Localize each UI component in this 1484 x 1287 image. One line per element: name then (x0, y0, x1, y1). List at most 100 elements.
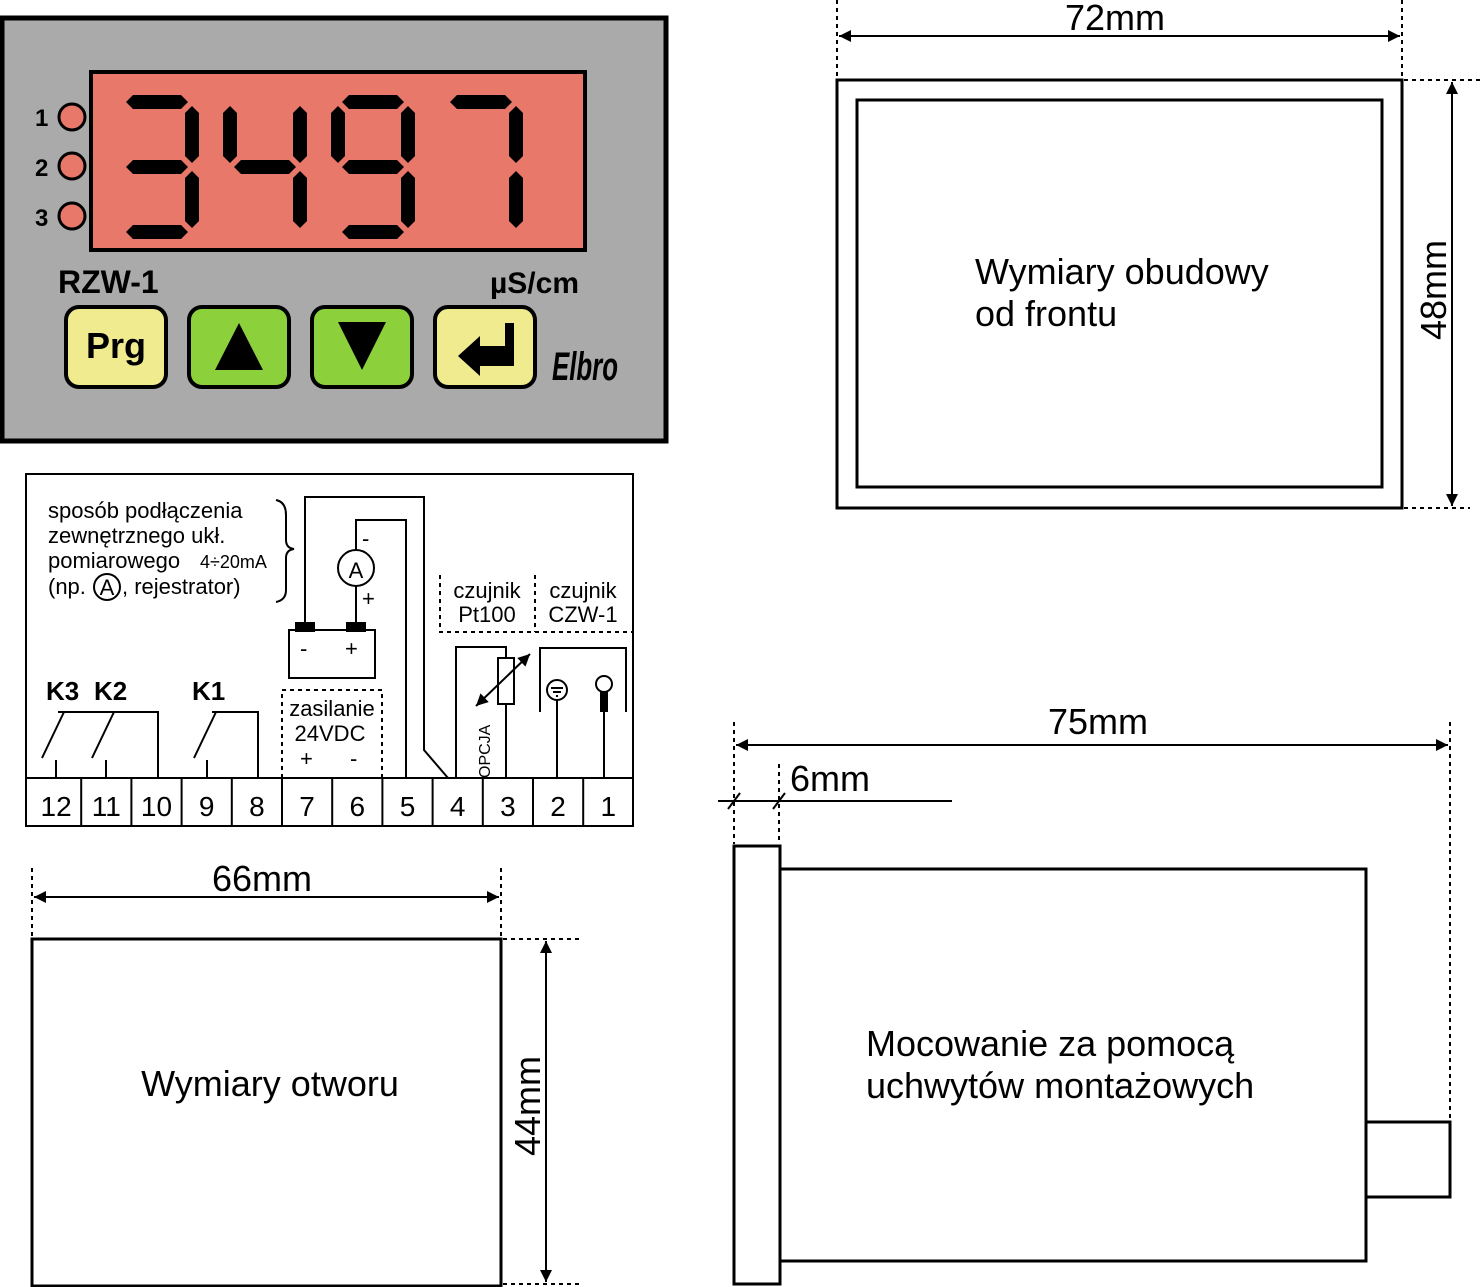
indicator-1-label: 1 (35, 105, 48, 132)
note-line-4b: , rejestrator) (122, 574, 241, 599)
terminal-9-label: 9 (199, 791, 215, 822)
terminal-5-label: 5 (400, 791, 416, 822)
terminal-1-label: 1 (601, 791, 617, 822)
digit-4-segment-c (509, 171, 523, 228)
digit-2-segment-c (293, 171, 307, 228)
relay-k2-label: K2 (94, 676, 127, 706)
led-3-icon (57, 201, 87, 231)
supply-line-1: zasilanie (289, 696, 375, 721)
enter-arrow-icon (458, 323, 514, 376)
indicator-3: 3 (35, 201, 87, 232)
digit-1-segment-c (185, 171, 199, 228)
front-flange-rect (732, 844, 782, 1286)
digit-3-segment-d (342, 225, 404, 239)
up-button[interactable] (187, 305, 291, 389)
led-1-icon (57, 102, 87, 132)
wiring-diagram: 12 11 10 9 8 7 6 5 4 3 2 1 sposób podłączenia zewnę… (25, 473, 634, 827)
sensor-czw-line-1: czujnik (549, 578, 617, 603)
cutout-caption: Wymiary otworu (141, 1063, 399, 1104)
electrode-icon (595, 675, 613, 693)
digit-3-segment-f (331, 106, 345, 163)
housing-body-rect (778, 867, 1368, 1263)
digit-3-segment-a (342, 95, 404, 109)
relay-k3-switch (41, 711, 65, 759)
cutout-height-label: 44mm (507, 1056, 548, 1156)
terminal-10-label: 10 (141, 791, 172, 822)
cutout-rect (30, 937, 503, 1287)
note-line-4a: (np. (48, 574, 86, 599)
indicator-1: 1 (35, 102, 87, 132)
relay-k2-switch (91, 711, 115, 759)
terminal-6-label: 6 (350, 791, 366, 822)
brand-logo-text: Elbro (552, 345, 618, 389)
note-line-2: zewnętrznego ukł. (48, 523, 225, 548)
side-view-drawing: 75mm 6mm Mocowanie za pomocą uchwytów mo… (718, 701, 1452, 1286)
down-button[interactable] (310, 305, 414, 389)
triangle-up-icon (215, 323, 263, 370)
indicator-3-label: 3 (35, 205, 48, 232)
digit-4-segment-a (450, 95, 512, 109)
digit-3-segment-g (342, 160, 404, 174)
sensor-czw-line-2: CZW-1 (548, 602, 617, 627)
sensor-pt100-line-1: czujnik (453, 578, 521, 603)
supply-plus: + (300, 746, 313, 771)
depth-label: 75mm (1048, 701, 1148, 742)
prg-button-label: Prg (86, 325, 146, 366)
side-caption-line1: Mocowanie za pomocą (866, 1023, 1235, 1064)
digit-2-segment-f (223, 106, 237, 163)
supply-box (281, 689, 383, 779)
digit-3-segment-c (401, 171, 415, 228)
terminal-3-label: 3 (500, 791, 516, 822)
terminal-8-label: 8 (249, 791, 265, 822)
note-range: 4÷20mA (200, 552, 267, 572)
relay-k1-label: K1 (192, 676, 225, 706)
terminal-4-label: 4 (450, 791, 466, 822)
triangle-down-icon (338, 322, 386, 370)
digit-3-segment-b (401, 106, 415, 163)
meter-front-panel: 1 2 3 RZW-1 µS/cm Prg (0, 15, 669, 444)
ammeter-small-icon (93, 573, 121, 601)
ammeter-plus: + (362, 586, 375, 611)
indicator-2-label: 2 (35, 155, 48, 182)
cutout-dimension-drawing: 66mm 44mm Wymiary otworu (30, 858, 580, 1287)
sensor-pt100-line-2: Pt100 (458, 602, 516, 627)
battery-plus: + (345, 636, 358, 661)
relay-k1-switch (193, 711, 217, 759)
ammeter-minus: - (362, 526, 369, 551)
note-ammeter-symbol: A (100, 575, 115, 600)
digit-2-segment-g (234, 160, 296, 174)
digit-1-segment-g (126, 160, 188, 174)
ammeter-symbol: A (349, 558, 364, 583)
connector-rect (1364, 1120, 1452, 1199)
side-caption-line2: uchwytów montażowych (866, 1065, 1254, 1106)
indicator-2: 2 (35, 151, 87, 182)
terminal-7-label: 7 (299, 791, 315, 822)
relay-k3-label: K3 (46, 676, 79, 706)
led-2-icon (57, 151, 87, 181)
battery-minus: - (300, 636, 307, 661)
terminal-12-label: 12 (41, 791, 72, 822)
front-height-label: 48mm (1413, 240, 1454, 340)
terminal-11-label: 11 (92, 791, 121, 822)
battery-icon (288, 629, 376, 679)
option-label: OPCJA (477, 724, 494, 778)
supply-minus: - (350, 746, 357, 771)
digit-2-segment-b (293, 106, 307, 163)
digit-4-segment-b (509, 106, 523, 163)
front-outer-rect (835, 78, 1404, 510)
unit-label: µS/cm (490, 267, 579, 300)
enter-button[interactable] (433, 305, 537, 389)
ammeter-icon (337, 549, 375, 587)
digit-1-segment-b (185, 106, 199, 163)
prg-button[interactable]: Prg (64, 305, 168, 389)
note-line-1: sposób podłączenia (48, 498, 243, 523)
front-inner-rect (855, 98, 1384, 489)
front-caption-line2: od frontu (975, 293, 1117, 334)
brace-icon (275, 499, 295, 603)
supply-line-2: 24VDC (295, 721, 366, 746)
display-digits (126, 95, 523, 239)
front-dimension-drawing: 72mm 48mm Wymiary obudowy od frontu (835, 0, 1484, 510)
resistor-icon (497, 657, 515, 705)
terminal-2-label: 2 (550, 791, 566, 822)
